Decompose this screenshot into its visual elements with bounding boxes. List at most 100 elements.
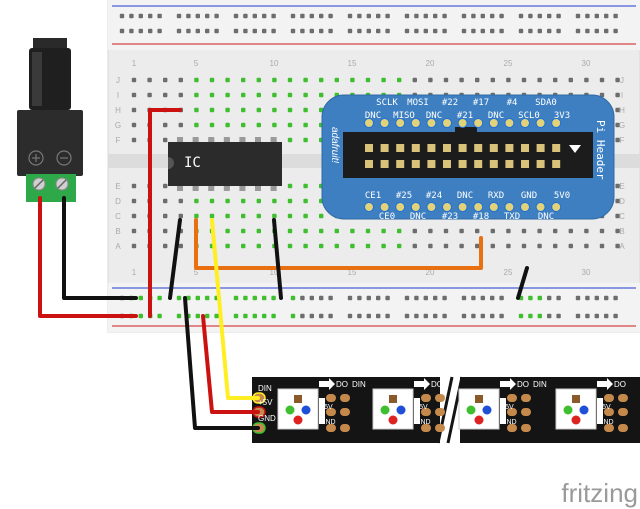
data-arrow-icon [500, 378, 516, 390]
strip-pad [604, 424, 614, 432]
breadboard-hole [186, 28, 191, 34]
breadboard-hole [163, 137, 168, 143]
screw-terminal [26, 174, 76, 202]
pi-header-pin [365, 144, 373, 152]
breadboard-hole [131, 198, 137, 204]
pin1-triangle-icon [569, 145, 581, 153]
breadboard-hole [461, 295, 467, 301]
breadboard-hole [585, 295, 590, 301]
breadboard-hole [129, 13, 134, 19]
breadboard-hole [195, 28, 200, 34]
breadboard-hole [214, 13, 219, 19]
breadboard-hole [334, 243, 339, 249]
row-letter: J [116, 76, 120, 85]
breadboard-hole [214, 313, 219, 319]
breadboard-hole [433, 13, 438, 19]
breadboard-hole [537, 28, 542, 34]
breadboard-hole [148, 28, 153, 34]
breadboard-hole [547, 313, 552, 319]
breadboard-hole [163, 77, 168, 83]
breadboard-hole [414, 295, 419, 301]
pi-header-label: DNC [426, 111, 442, 121]
pi-header-pin [536, 144, 545, 152]
breadboard-hole [459, 243, 464, 249]
breadboard-hole [365, 228, 371, 234]
breadboard-hole [480, 313, 485, 319]
pi-header-pin [536, 160, 545, 168]
breadboard-hole [241, 92, 246, 98]
breadboard-hole [480, 28, 485, 34]
breadboard-hole [300, 295, 305, 301]
breadboard-hole [225, 92, 230, 98]
breadboard-hole [553, 77, 558, 83]
pi-header-label: MOSI [407, 98, 429, 108]
led-red-icon [293, 415, 303, 425]
breadboard-hole [442, 13, 447, 19]
pi-header-pad [551, 118, 562, 128]
pi-header-pad [379, 202, 390, 212]
breadboard-hole [287, 137, 293, 143]
breadboard-hole [599, 228, 605, 234]
breadboard-hole [615, 107, 620, 113]
strip-pad [507, 424, 517, 432]
breadboard-hole [584, 228, 589, 234]
breadboard-hole [480, 13, 485, 19]
breadboard-hole [599, 77, 605, 83]
breadboard-hole [480, 295, 485, 301]
column-number: 30 [582, 59, 591, 68]
ic-pin [255, 186, 261, 191]
breadboard-hole [319, 77, 324, 83]
pi-header-pin [427, 160, 436, 168]
pi-header-pad [395, 202, 406, 212]
row-letter: C [115, 212, 121, 221]
pi-header-pin [505, 160, 514, 168]
breadboard-hole [241, 243, 246, 249]
breadboard-hole [604, 28, 609, 34]
breadboard-hole [537, 243, 542, 249]
row-letter: F [620, 136, 625, 145]
wire-orange-signal [194, 218, 483, 270]
breadboard-hole [131, 228, 137, 234]
breadboard-hole [178, 92, 183, 98]
breadboard-hole [119, 28, 125, 34]
breadboard-hole [442, 313, 447, 319]
breadboard-hole [241, 213, 246, 219]
breadboard-hole [131, 183, 137, 189]
ic-body [168, 142, 282, 186]
breadboard-hole [290, 313, 296, 319]
breadboard-hole [138, 13, 143, 19]
pi-header-pad [504, 118, 515, 128]
breadboard-hole [499, 313, 504, 319]
pixel-label: +5V [501, 404, 514, 411]
breadboard-hole [604, 295, 609, 301]
breadboard-hole [328, 313, 333, 319]
pi-header-label: CE0 [379, 212, 395, 222]
breadboard-hole [613, 13, 618, 19]
ic-pin [208, 186, 215, 191]
strip-pad-label: +5V [258, 398, 273, 407]
jack-body [17, 110, 83, 176]
breadboard-hole [521, 228, 527, 234]
breadboard-hole [252, 313, 257, 319]
breadboard-hole [376, 313, 381, 319]
breadboard-hole [303, 137, 308, 143]
row-letter: G [115, 121, 121, 130]
breadboard-hole [615, 213, 620, 219]
pi-header-pad [535, 118, 546, 128]
breadboard-hole [309, 313, 314, 319]
breadboard-hole [271, 295, 276, 301]
pi-header-pin [521, 144, 529, 152]
breadboard-hole [556, 295, 561, 301]
pi-header-pad [520, 118, 530, 128]
breadboard-hole [397, 228, 402, 234]
breadboard-hole [594, 28, 599, 34]
breadboard-hole [209, 198, 215, 204]
breadboard-hole [537, 77, 542, 83]
breadboard-hole [412, 243, 417, 249]
breadboard-hole [287, 107, 293, 113]
breadboard-hole [178, 77, 183, 83]
pi-header-pad [457, 202, 468, 212]
pi-header-label: DNC [538, 212, 554, 222]
pi-header-label: #18 [473, 212, 489, 222]
